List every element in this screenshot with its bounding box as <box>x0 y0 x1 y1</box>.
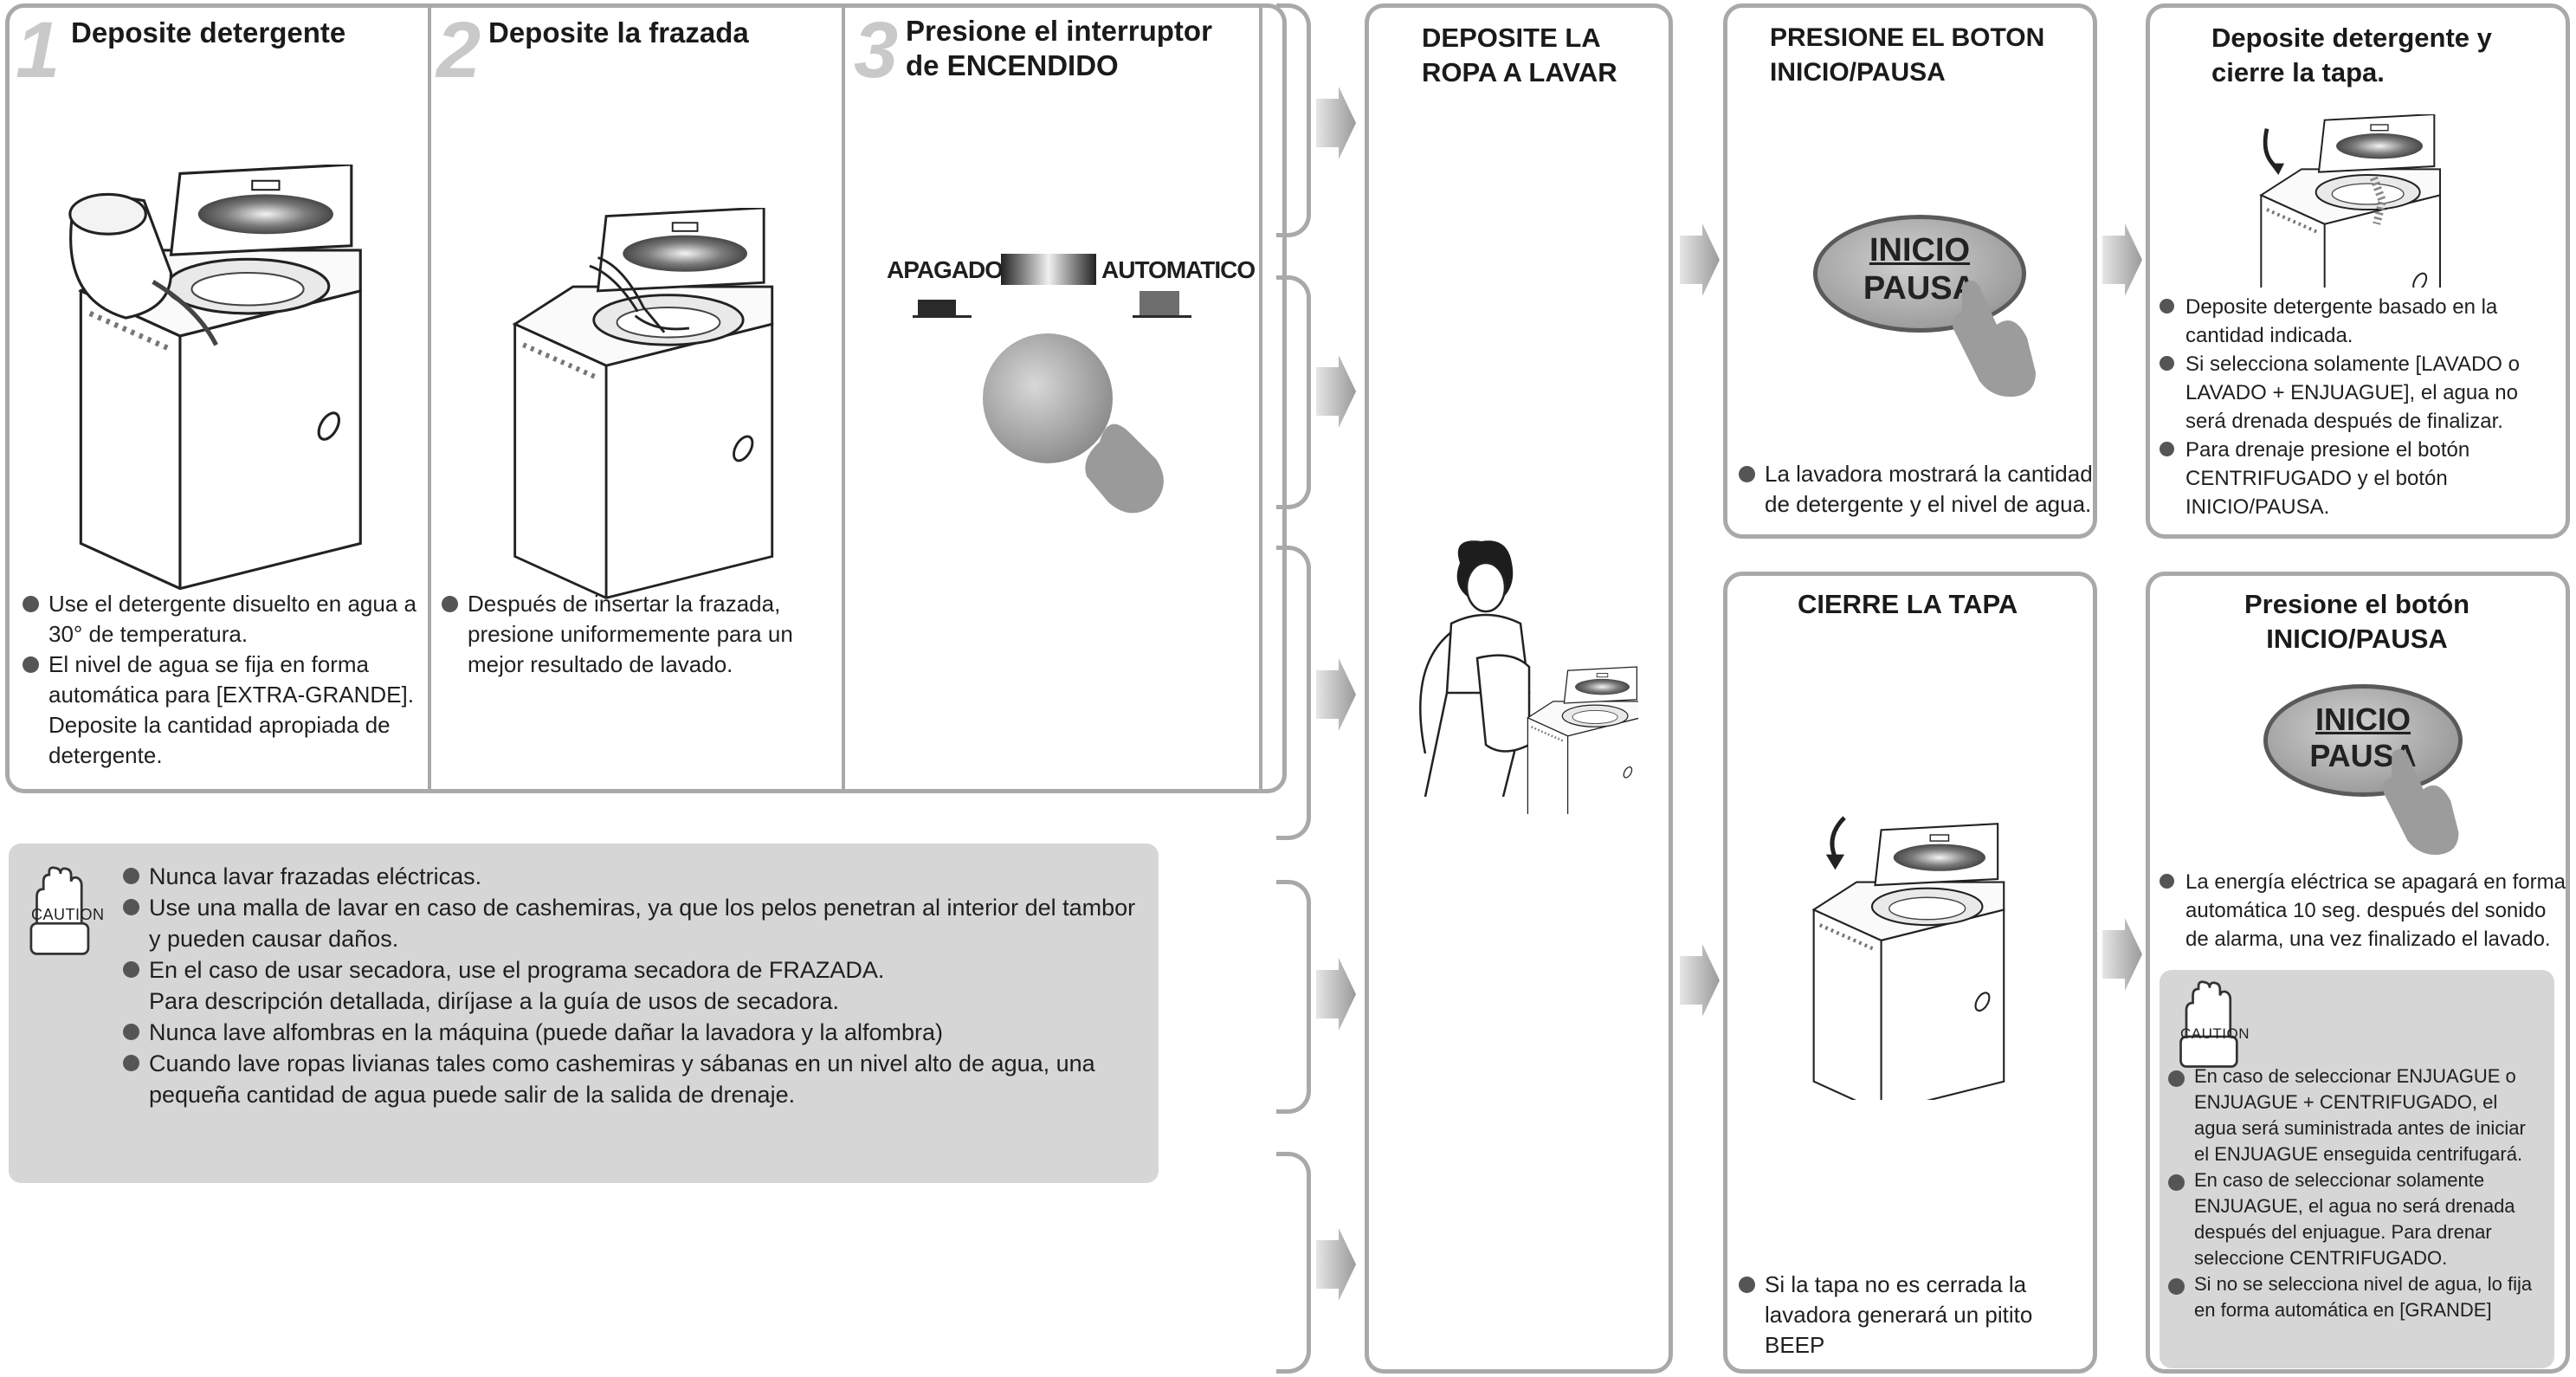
arrow-right-1 <box>1316 87 1356 159</box>
close-lid-title: CIERRE LA TAPA <box>1798 589 2018 619</box>
final-press-note-1: La energía eléctrica se apagará en forma… <box>2160 868 2566 954</box>
caution-label-final: CAUTION <box>2180 1025 2250 1042</box>
arrow-right-5 <box>1316 1228 1356 1301</box>
switch-label-off: APAGADO <box>887 256 1004 283</box>
washer-closing-lid-illustration <box>1759 816 2064 1100</box>
bracket-5 <box>1276 1152 1311 1374</box>
caution-notes-main: Nunca lavar frazadas eléctricas. Use una… <box>123 861 1153 1110</box>
woman-loading-washer-illustration <box>1419 540 1638 814</box>
arrow-to-close-lid <box>1680 944 1720 1017</box>
arrow-right-4 <box>1316 958 1356 1031</box>
press-start-title: PRESIONE EL BOTON INICIO/PAUSA <box>1770 23 2045 87</box>
step-1-title: Deposite detergente <box>71 16 346 48</box>
power-button-illustration <box>983 333 1164 514</box>
caution-note-4: Nunca lave alfombras en la máquina (pued… <box>123 1017 1153 1048</box>
caution-note-2: Use una malla de lavar en caso de cashem… <box>123 892 1153 954</box>
bracket-4 <box>1276 880 1311 1114</box>
step-3-title: Presione el interruptor de ENCENDIDO <box>906 15 1212 81</box>
step-divider-2 <box>842 7 845 790</box>
caution-note-3: En el caso de usar secadora, use el prog… <box>123 954 1153 1017</box>
step-2-number: 2 <box>436 6 481 94</box>
washer-detergent-drop-illustration <box>2259 114 2442 288</box>
final-press-notes: La energía eléctrica se apagará en forma… <box>2160 868 2566 954</box>
detergent-close-title: Deposite detergente y cierre la tapa. <box>2211 23 2492 87</box>
load-clothes-title: DEPOSITE LA ROPA A LAVAR <box>1422 23 1617 87</box>
power-switch-bar[interactable] <box>1001 254 1096 285</box>
arrow-right-2 <box>1316 355 1356 428</box>
arrow-to-press <box>2102 918 2142 991</box>
bracket-3 <box>1276 546 1311 840</box>
start-pause-label-bottom: PAUSA <box>1863 270 1977 307</box>
bracket-2 <box>1276 275 1311 509</box>
step-divider-3 <box>1259 7 1262 790</box>
final-caution-note-3: Si no se selecciona nivel de agua, lo fi… <box>2168 1271 2553 1323</box>
arrow-to-final <box>2102 223 2142 296</box>
step-1-number: 1 <box>16 6 61 94</box>
final-press-title: Presione el botón INICIO/PAUSA <box>2244 589 2470 654</box>
final-finger-press-icon <box>2382 749 2459 855</box>
switch-indicator-auto-line <box>1133 315 1191 318</box>
switch-indicator-auto <box>1140 291 1179 315</box>
start-pause-label-top: INICIO <box>1869 232 1971 268</box>
final-start-pause-button[interactable] <box>2263 684 2463 797</box>
final-start-pause-label-top: INICIO <box>2315 701 2411 737</box>
arrow-right-3 <box>1316 658 1356 731</box>
caution-box-main <box>9 844 1159 1183</box>
step-divider-1 <box>428 7 431 790</box>
arrow-to-detergent <box>1680 223 1720 296</box>
switch-indicator-off-line <box>913 315 972 318</box>
caution-note-1: Nunca lavar frazadas eléctricas. <box>123 861 1153 892</box>
washer-blanket-illustration <box>475 208 821 606</box>
finger-press-icon <box>1952 281 2036 398</box>
switch-label-auto: AUTOMATICO <box>1101 256 1256 283</box>
caution-note-5: Cuando lave ropas livianas tales como ca… <box>123 1048 1153 1110</box>
step-3-number: 3 <box>854 6 899 94</box>
step-2-note-1: Después de insertar la frazada,presione … <box>442 589 840 680</box>
step-2-notes: Después de insertar la frazada,presione … <box>442 589 840 680</box>
bracket-1 <box>1276 3 1311 237</box>
step-2-title: Deposite la frazada <box>488 16 749 48</box>
caution-label-main: CAUTION <box>31 906 105 923</box>
switch-indicator-off <box>918 300 956 315</box>
washer-detergent-illustration <box>68 165 398 598</box>
